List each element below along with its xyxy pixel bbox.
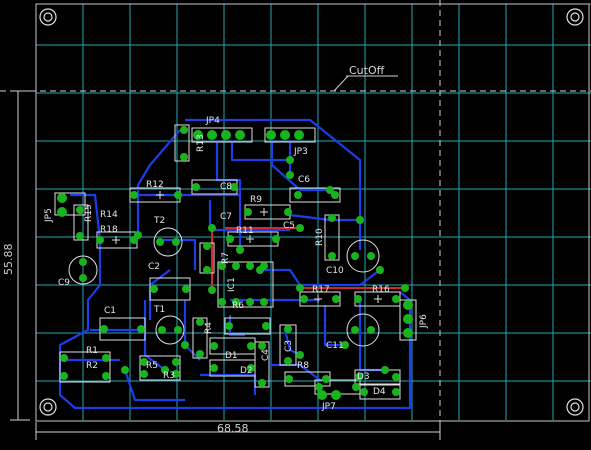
grid-lines xyxy=(35,3,591,420)
height-dimension xyxy=(10,90,30,421)
cutoff-leader xyxy=(333,75,349,92)
height-dimension-label: 55.88 xyxy=(2,243,15,276)
board-outline xyxy=(35,3,590,422)
bottom-layer-traces xyxy=(211,226,405,290)
component-pads xyxy=(57,126,413,400)
silkscreen-marks xyxy=(112,191,382,303)
width-dimension-label: 68.58 xyxy=(217,422,249,435)
width-dimension xyxy=(35,422,441,440)
cutoff-label: CutOff xyxy=(349,64,385,77)
mounting-holes xyxy=(39,8,584,416)
